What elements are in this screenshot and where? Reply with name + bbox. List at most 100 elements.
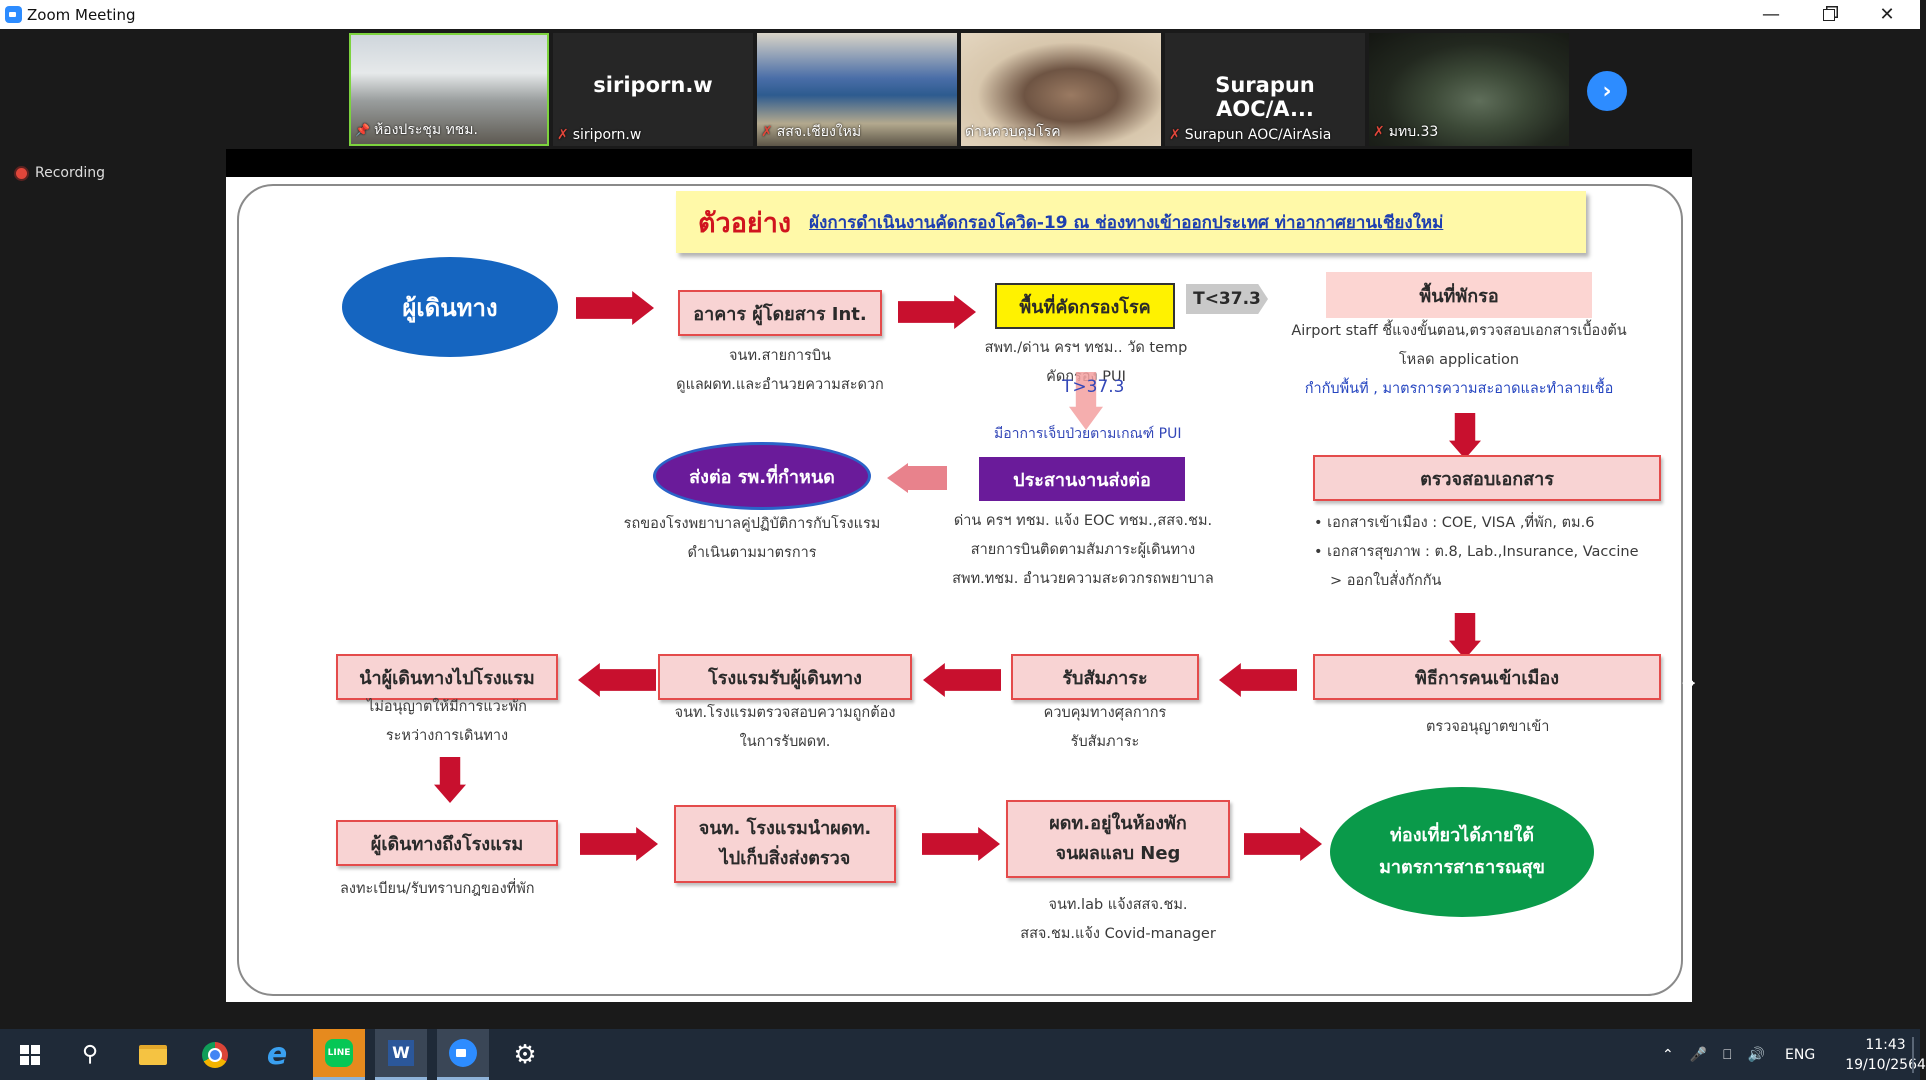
hotel-receive-note: จนท.โรงแรมตรวจสอบความถูกต้อง xyxy=(674,705,896,721)
document-check-box: ตรวจสอบเอกสาร xyxy=(1313,455,1661,501)
participant-name: สสจ.เชียงใหม่ xyxy=(776,124,862,140)
participant-display-name: Surapun AOC/A... xyxy=(1215,73,1315,121)
chevron-up-icon[interactable]: ⌃ xyxy=(1662,1046,1674,1063)
mic-muted-icon: ✗ xyxy=(1169,127,1181,143)
gear-icon: ⚙ xyxy=(513,1039,537,1070)
chrome-button[interactable] xyxy=(189,1029,241,1080)
slide-title-banner: ตัวอย่าง ผังการดำเนินงานคัดกรองโควิด-19 … xyxy=(676,191,1586,253)
title-bar: Zoom Meeting — ✕ xyxy=(0,0,1920,29)
participant-tile-3[interactable]: ✗ สสจ.เชียงใหม่ xyxy=(757,33,957,146)
slide-frame xyxy=(237,184,1683,996)
notification-button[interactable] xyxy=(1912,1037,1914,1073)
terminal-note: จนท.สายการบิน xyxy=(729,348,831,364)
immigration-box: พิธีการคนเข้าเมือง xyxy=(1313,654,1661,700)
to-hotel-note: ไม่อนุญาตให้มีการแวะพัก xyxy=(367,699,527,715)
hospital-ellipse: ส่งต่อ รพ.ที่กำหนด xyxy=(653,442,871,510)
temp-high-label: T>37.3 xyxy=(1062,377,1125,397)
lab-note: จนท.lab แจ้งสสจ.ชม. xyxy=(1048,897,1188,913)
meeting-stage: 📌 ห้องประชุม ทชม. siriporn.w ✗ siriporn.… xyxy=(0,29,1920,1029)
sample-collection-box: จนท. โรงแรมนำผดท. ไปเก็บสิ่งส่งตรวจ xyxy=(674,805,896,883)
chevron-right-icon: › xyxy=(1602,78,1612,104)
arrive-hotel-box: ผู้เดินทางถึงโรงแรม xyxy=(336,820,558,866)
ie-icon: e xyxy=(266,1037,288,1072)
hospital-note: รถของโรงพยาบาลคู่ปฏิบัติการกับโรงแรม xyxy=(623,516,881,532)
baggage-note: ควบคุมทางศุลกากร xyxy=(1043,705,1167,721)
to-hotel-note: ระหว่างการเดินทาง xyxy=(385,728,509,744)
restore-button[interactable] xyxy=(1800,0,1858,29)
coordination-note: ด่าน ครฯ ทชม. แจ้ง EOC ทชม.,สสจ.ชม. xyxy=(953,513,1213,529)
line-button[interactable]: LINE xyxy=(313,1029,365,1080)
document-note: > ออกใบสั่งกักกัน xyxy=(1330,573,1442,589)
title-main: ผังการดำเนินงานคัดกรองโควิด-19 ณ ช่องทาง… xyxy=(809,212,1444,233)
traveler-ellipse: ผู้เดินทาง xyxy=(342,257,558,357)
screening-note: สพท./ด่าน ครฯ ทชม.. วัด temp xyxy=(984,340,1188,356)
waiting-note: โหลด application xyxy=(1398,352,1520,368)
coordination-box: ประสานงานส่งต่อ xyxy=(979,457,1185,501)
word-icon: W xyxy=(388,1040,414,1066)
arrive-hotel-note: ลงทะเบียน/รับทราบกฎของที่พัก xyxy=(340,881,535,897)
shared-screen[interactable]: ตัวอย่าง ผังการดำเนินงานคัดกรองโควิด-19 … xyxy=(226,149,1692,1002)
microphone-icon[interactable]: 🎤 xyxy=(1689,1046,1708,1063)
participant-name: Surapun AOC/AirAsia xyxy=(1184,127,1332,143)
lab-note: สสจ.ชม.แจ้ง Covid-manager xyxy=(1020,926,1216,942)
start-button[interactable] xyxy=(4,1029,56,1080)
clock-date: 19/10/2564 xyxy=(1845,1056,1926,1073)
mic-muted-icon: ✗ xyxy=(761,124,773,140)
participant-tile-6[interactable]: ✗ มทบ.33 xyxy=(1369,33,1569,146)
waiting-note: Airport staff ชี้แจงขั้นตอน,ตรวจสอบเอกสา… xyxy=(1291,323,1627,339)
close-button[interactable]: ✕ xyxy=(1879,4,1895,25)
chrome-icon xyxy=(202,1041,228,1068)
participant-tile-2[interactable]: siriporn.w ✗ siriporn.w xyxy=(553,33,753,146)
volume-icon[interactable]: 🔊 xyxy=(1747,1046,1766,1063)
settings-button[interactable]: ⚙ xyxy=(499,1029,551,1080)
hotel-receive-box: โรงแรมรับผู้เดินทาง xyxy=(658,654,912,700)
next-page-button[interactable]: › xyxy=(1587,71,1627,111)
participant-name: ห้องประชุม ทชม. xyxy=(373,122,478,138)
zoom-button[interactable] xyxy=(437,1029,489,1080)
document-note: • เอกสารสุขภาพ : ต.8, Lab.,Insurance, Va… xyxy=(1314,544,1639,560)
participant-display-name: siriporn.w xyxy=(593,73,713,97)
terminal-box: อาคาร ผู้โดยสาร Int. xyxy=(678,290,882,336)
windows-icon xyxy=(20,1044,40,1065)
search-button[interactable]: ⚲ xyxy=(64,1029,116,1080)
hospital-note: ดำเนินตามมาตรการ xyxy=(687,545,817,561)
pin-icon: 📌 xyxy=(355,123,370,137)
restore-icon xyxy=(1823,8,1835,21)
participant-name: มทบ.33 xyxy=(1388,124,1439,140)
clock[interactable]: 11:43 19/10/2564 xyxy=(1845,1035,1926,1075)
quarantine-room-box: ผดท.อยู่ในห้องพัก จนผลแลบ Neg xyxy=(1006,800,1230,878)
record-dot-icon xyxy=(16,167,27,179)
participant-tile-5[interactable]: Surapun AOC/A... ✗ Surapun AOC/AirAsia xyxy=(1165,33,1365,146)
pui-criteria-note: มีอาการเจ็บป่วยตามเกณฑ์ PUI xyxy=(994,426,1182,442)
line-icon: LINE xyxy=(325,1039,353,1067)
language-indicator[interactable]: ENG xyxy=(1785,1046,1816,1063)
slide: ตัวอย่าง ผังการดำเนินงานคัดกรองโควิด-19 … xyxy=(226,177,1692,1002)
mic-muted-icon: ✗ xyxy=(1373,124,1385,140)
word-button[interactable]: W xyxy=(375,1029,427,1080)
network-icon[interactable]: ⎕ xyxy=(1723,1046,1732,1063)
traveler-label: ผู้เดินทาง xyxy=(402,293,498,322)
clock-time: 11:43 xyxy=(1865,1036,1906,1053)
minimize-button[interactable]: — xyxy=(1762,4,1780,25)
folder-icon xyxy=(139,1044,167,1065)
mic-muted-icon: ✗ xyxy=(557,127,569,143)
waiting-box: พื้นที่พักรอ xyxy=(1326,272,1592,318)
immigration-note: ตรวจอนุญาตขาเข้า xyxy=(1426,719,1550,735)
waiting-note: กำกับพื้นที่ , มาตรการความสะอาดและทำลายเ… xyxy=(1304,381,1614,397)
zoom-app-icon xyxy=(5,6,22,23)
taskbar: ⚲ e LINE W ⚙ ⌃ 🎤 ⎕ 🔊 ENG 11:43 19/10/256… xyxy=(0,1029,1926,1080)
participant-tile-1[interactable]: 📌 ห้องประชุม ทชม. xyxy=(349,33,549,146)
zoom-icon xyxy=(449,1039,477,1067)
mouse-cursor-icon: ✥ xyxy=(1682,674,1696,693)
internet-explorer-button[interactable]: e xyxy=(251,1029,303,1080)
coordination-note: สายการบินติดตามสัมภาระผู้เดินทาง xyxy=(970,542,1196,558)
to-hotel-box: นำผู้เดินทางไปโรงแรม xyxy=(336,654,558,700)
tourism-ellipse: ท่องเที่ยวได้ภายใต้ มาตรการสาธารณสุข xyxy=(1330,787,1594,917)
baggage-note: รับสัมภาระ xyxy=(1070,734,1140,750)
recording-indicator[interactable]: Recording xyxy=(16,165,105,181)
temp-low-tag: T<37.3 xyxy=(1186,284,1268,314)
file-explorer-button[interactable] xyxy=(127,1029,179,1080)
terminal-note: ดูแลผดท.และอำนวยความสะดวก xyxy=(676,377,884,393)
search-icon: ⚲ xyxy=(81,1042,99,1067)
participant-tile-4[interactable]: ด่านควบคุมโรค xyxy=(961,33,1161,146)
